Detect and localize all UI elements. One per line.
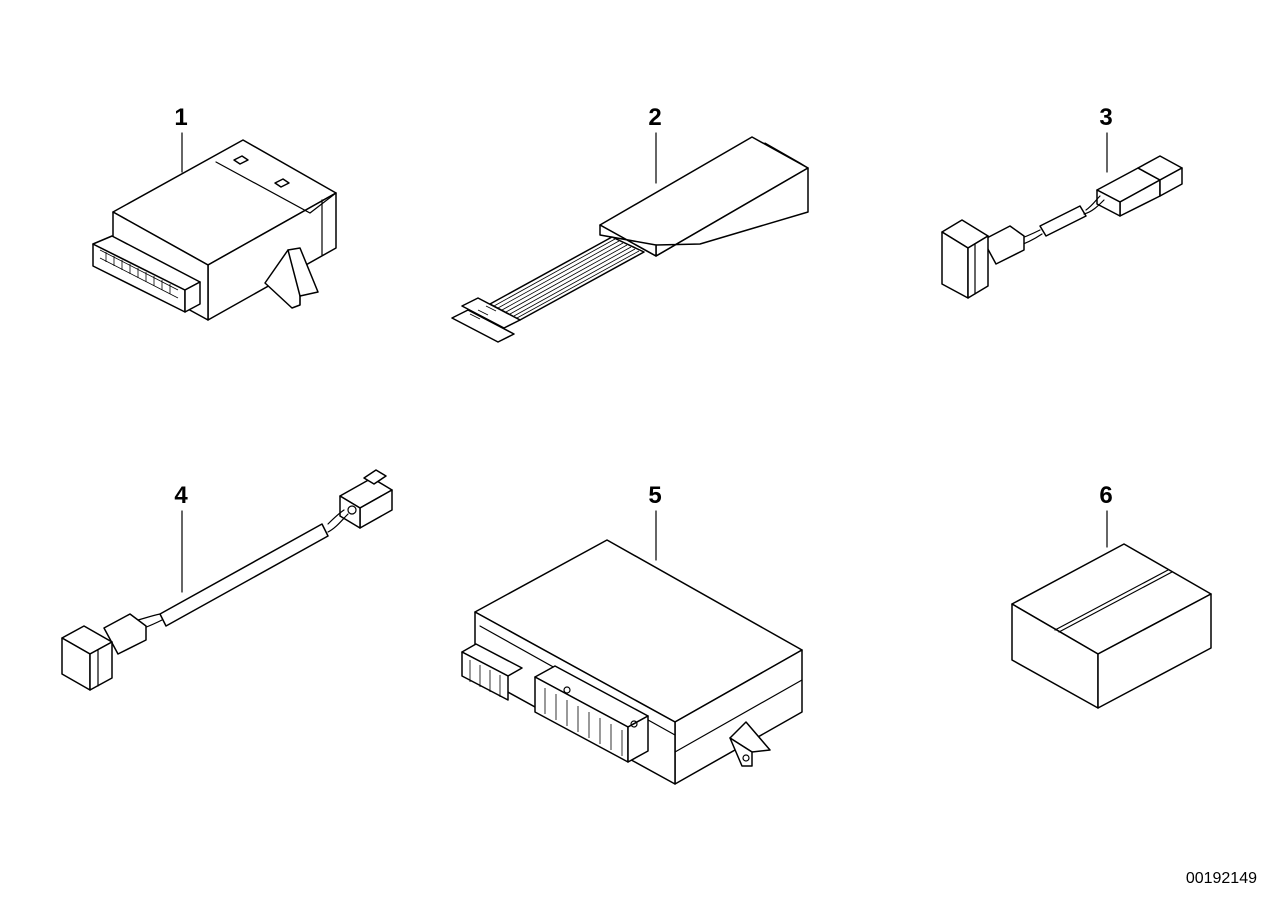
control-unit-5-illustration: [461, 539, 803, 785]
part-5[interactable]: 5: [461, 482, 803, 785]
part-label-5: 5: [648, 482, 661, 509]
part-4[interactable]: 4: [61, 469, 393, 691]
box-6-illustration: [1011, 543, 1212, 709]
part-label-1: 1: [174, 104, 187, 131]
module-2-illustration: [451, 136, 809, 343]
part-label-4: 4: [174, 482, 188, 509]
part-label-3: 3: [1099, 104, 1112, 131]
part-1[interactable]: 1: [92, 104, 337, 321]
part-6[interactable]: 6: [1011, 482, 1212, 709]
part-3[interactable]: 3: [941, 104, 1183, 299]
part-label-6: 6: [1099, 482, 1112, 509]
part-2[interactable]: 2: [451, 104, 809, 343]
diagram-reference-number: 00192149: [1185, 870, 1257, 887]
switch-3-illustration: [941, 155, 1183, 299]
module-1-illustration: [92, 139, 337, 321]
switch-4-illustration: [61, 469, 393, 691]
part-label-2: 2: [648, 104, 661, 131]
